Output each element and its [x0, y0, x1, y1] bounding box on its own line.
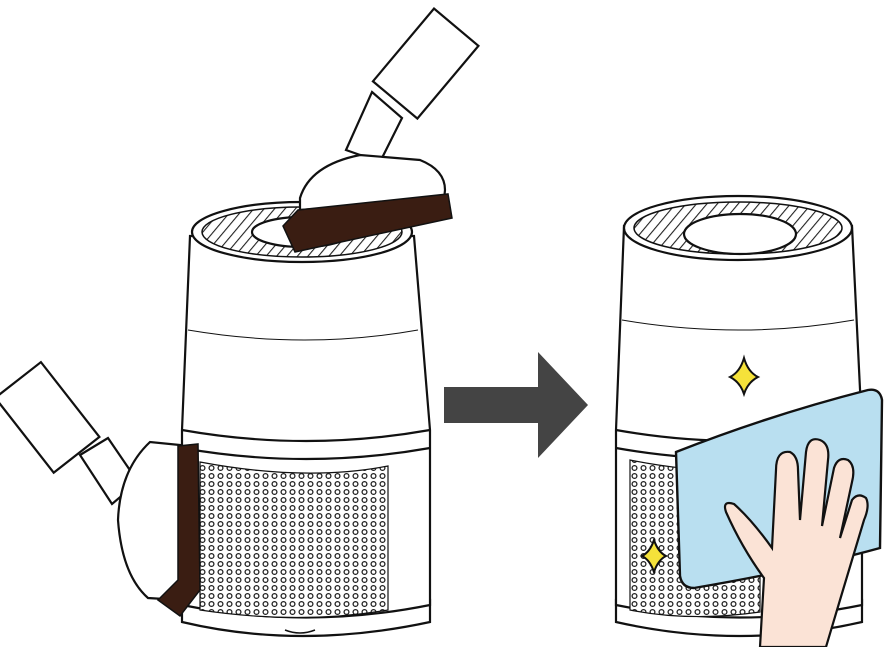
purifier-top-cap-after — [684, 214, 796, 254]
nozzle-neck-top — [346, 92, 402, 162]
purifier-before — [182, 202, 430, 636]
intake-mesh — [200, 462, 388, 618]
nozzle-handle-top — [373, 9, 478, 119]
top-brush-nozzle — [283, 9, 478, 252]
arrow-right — [444, 352, 588, 458]
side-brush-nozzle — [0, 362, 200, 616]
